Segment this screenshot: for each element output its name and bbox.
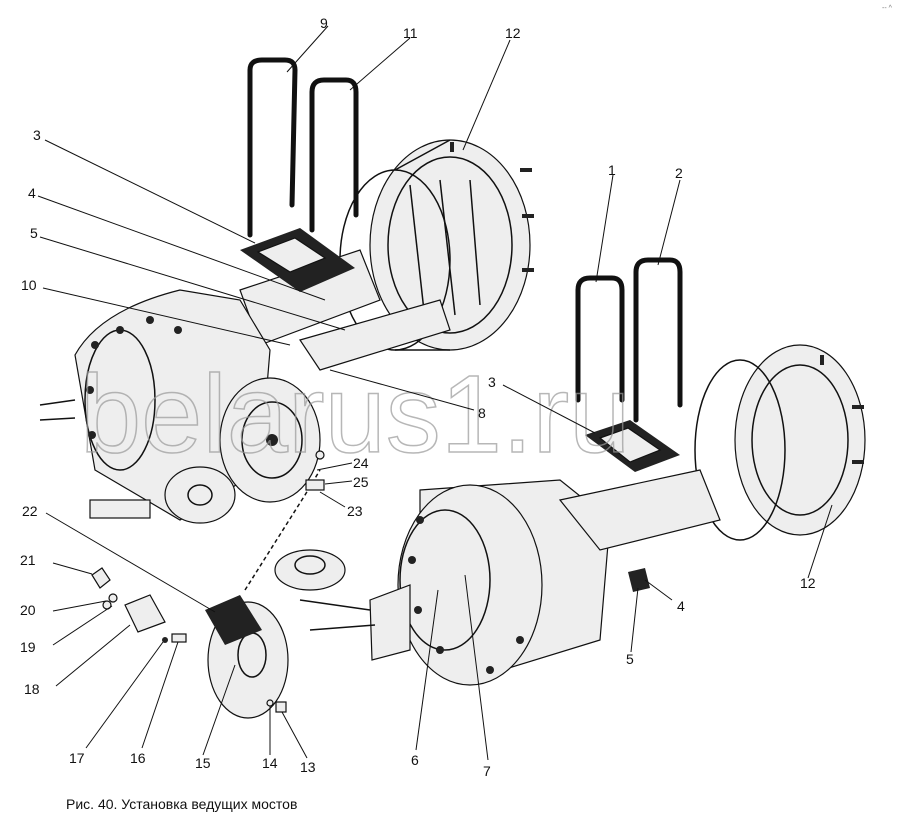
rear-axle-drawing [239, 57, 534, 371]
callout-23: 23 [347, 503, 363, 519]
callout-22: 22 [22, 503, 38, 519]
leader-lines [37, 25, 833, 761]
callout-15: 15 [195, 755, 211, 771]
callout-12-right: 12 [800, 575, 816, 591]
brake-parts-drawing [91, 450, 325, 719]
watermark: belarus1.ru [80, 353, 630, 476]
callout-5-right: 5 [626, 651, 634, 667]
callout-9: 9 [320, 15, 328, 31]
callout-4-top: 4 [28, 185, 36, 201]
callout-18: 18 [24, 681, 40, 697]
callout-8: 8 [478, 405, 486, 421]
callout-6: 6 [411, 752, 419, 768]
callout-25: 25 [353, 474, 369, 490]
callout-19: 19 [20, 639, 36, 655]
callout-3-right: 3 [488, 374, 496, 390]
callout-16: 16 [130, 750, 146, 766]
callout-3-top: 3 [33, 127, 41, 143]
callout-17: 17 [69, 750, 85, 766]
callout-4-right: 4 [677, 598, 685, 614]
callout-labels: 9 11 12 3 4 5 10 8 1 2 3 4 12 5 6 7 24 2… [20, 15, 816, 779]
figure-caption: Рис. 40. Установка ведущих мостов [66, 796, 298, 812]
callout-21: 21 [20, 552, 36, 568]
callout-7: 7 [483, 763, 491, 779]
callout-20: 20 [20, 602, 36, 618]
callout-13: 13 [300, 759, 316, 775]
callout-11: 11 [403, 25, 418, 41]
callout-14: 14 [262, 755, 278, 771]
callout-10: 10 [21, 277, 37, 293]
callout-1: 1 [608, 162, 616, 178]
final-drive-drawing [39, 289, 321, 524]
front-axle-drawing [274, 257, 866, 686]
callout-24: 24 [353, 455, 369, 471]
callout-5-top: 5 [30, 225, 38, 241]
callout-12-top: 12 [505, 25, 521, 41]
corner-mark: -- ^ [882, 5, 893, 12]
callout-2: 2 [675, 165, 683, 181]
